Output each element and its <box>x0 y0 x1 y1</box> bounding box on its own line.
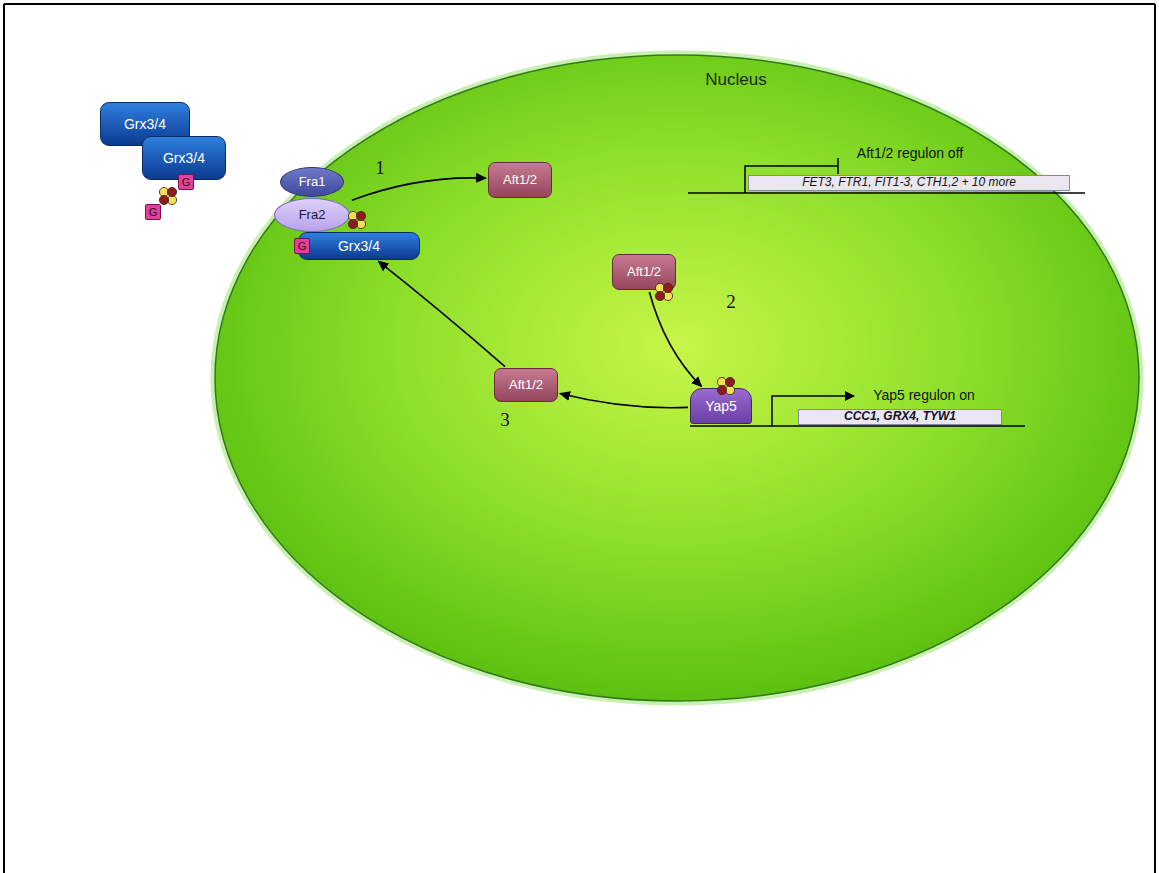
cluster-atom <box>356 219 365 228</box>
cluster-atom <box>348 219 357 228</box>
node-text: Fra1 <box>299 175 326 190</box>
cluster-atom <box>655 283 664 292</box>
cluster-atom <box>348 211 357 220</box>
iron-sulfur-cluster <box>159 187 176 204</box>
transcription-factor: Yap5 <box>690 388 752 424</box>
cluster-atom <box>655 291 664 300</box>
node-text: Aft1/2 <box>503 173 537 188</box>
step-number: 1 <box>375 157 385 179</box>
figure-frame <box>4 4 1155 873</box>
iron-sulfur-cluster <box>348 211 365 228</box>
node-text: Grx3/4 <box>163 150 205 166</box>
cluster-atom <box>167 187 176 196</box>
gene-box: FET3, FTR1, FIT1-3, CTH1,2 + 10 more <box>748 175 1070 191</box>
protein-box: Grx3/4 <box>298 232 420 260</box>
node-text: G <box>182 176 191 189</box>
transcription-factor: Aft1/2 <box>612 254 676 290</box>
cluster-atom <box>159 187 168 196</box>
transcription-factor: Aft1/2 <box>494 368 558 402</box>
node-text: FET3, FTR1, FIT1-3, CTH1,2 + 10 more <box>802 176 1016 190</box>
iron-sulfur-cluster <box>717 377 734 394</box>
node-text: Grx3/4 <box>338 238 380 254</box>
glutathione-tag: G <box>294 238 310 254</box>
cluster-atom <box>717 377 726 386</box>
transcription-factor: Aft1/2 <box>488 162 552 198</box>
cluster-atom <box>725 385 734 394</box>
cluster-atom <box>725 377 734 386</box>
node-text: CCC1, GRX4, TYW1 <box>844 410 956 424</box>
step-number: 2 <box>726 291 736 313</box>
protein-ellipse: Fra1 <box>280 167 344 197</box>
iron-sulfur-cluster <box>655 283 672 300</box>
cluster-atom <box>663 291 672 300</box>
node-text: Fra2 <box>299 208 326 223</box>
cluster-atom <box>167 195 176 204</box>
gene-box: CCC1, GRX4, TYW1 <box>798 409 1002 425</box>
nucleus-ellipse: NucleusFra1Fra2Grx3/4 G Aft1/2 FET3, FTR1, … <box>210 50 1144 706</box>
cluster-atom <box>159 195 168 204</box>
glutathione-tag: G <box>145 204 161 220</box>
regulon-label: Yap5 regulon on <box>873 387 975 403</box>
node-text: Yap5 <box>705 398 737 414</box>
cluster-atom <box>663 283 672 292</box>
cluster-atom <box>717 385 726 394</box>
node-text: Grx3/4 <box>124 116 166 132</box>
aft-promoter <box>688 158 1085 193</box>
glutathione-tag: G <box>178 174 194 190</box>
node-text: Aft1/2 <box>509 378 543 393</box>
reaction-arrow <box>560 394 688 408</box>
reaction-arrow <box>378 261 505 366</box>
protein-ellipse: Fra2 <box>274 198 350 232</box>
nucleus-outline <box>210 50 1144 706</box>
node-text: G <box>149 206 158 219</box>
node-text: Aft1/2 <box>627 265 661 280</box>
reaction-arrow <box>649 292 701 387</box>
node-text: Nucleus <box>705 70 766 90</box>
step-number: 3 <box>500 409 510 431</box>
node-text: G <box>298 240 307 253</box>
cluster-atom <box>356 211 365 220</box>
regulon-label: Aft1/2 regulon off <box>857 145 963 161</box>
reaction-arrow <box>352 178 486 200</box>
